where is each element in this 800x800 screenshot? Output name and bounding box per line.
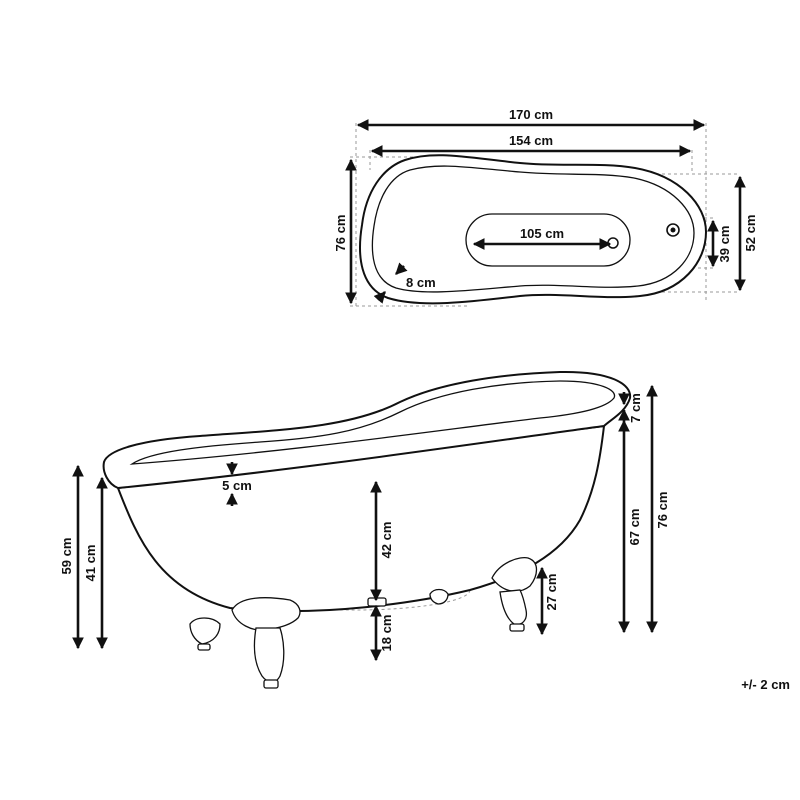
side-view: 7 cm 5 cm 42 cm 18 cm 59 cm 41 cm 27 cm … xyxy=(59,370,670,689)
rim-height-label: 7 cm xyxy=(628,393,643,423)
tolerance-label: +/- 2 cm xyxy=(741,677,790,692)
inner-length-label: 154 cm xyxy=(509,133,553,148)
left-claw-foot xyxy=(231,597,301,689)
front-height-label: 41 cm xyxy=(83,545,98,582)
right-claw-foot xyxy=(491,556,538,632)
leg-height-label: 18 cm xyxy=(379,615,394,652)
total-height-label: 76 cm xyxy=(655,492,670,529)
basin-length-label: 105 cm xyxy=(520,226,564,241)
rim-thickness-label: 5 cm xyxy=(222,478,252,493)
mid-height-label: 67 cm xyxy=(627,509,642,546)
inner-depth-label: 42 cm xyxy=(379,522,394,559)
back-left-foot xyxy=(189,617,221,651)
back-right-foot xyxy=(429,588,449,605)
basin-width-label: 39 cm xyxy=(717,226,732,263)
top-view: 170 cm 154 cm 105 cm 76 cm 39 cm 52 cm 8… xyxy=(333,107,758,308)
feet-height-label: 27 cm xyxy=(544,574,559,611)
back-height-label: 59 cm xyxy=(59,538,74,575)
overall-width-label: 76 cm xyxy=(333,215,348,252)
overall-length-label: 170 cm xyxy=(509,107,553,122)
rim-width-label: 8 cm xyxy=(406,275,436,290)
inner-width-label: 52 cm xyxy=(743,215,758,252)
